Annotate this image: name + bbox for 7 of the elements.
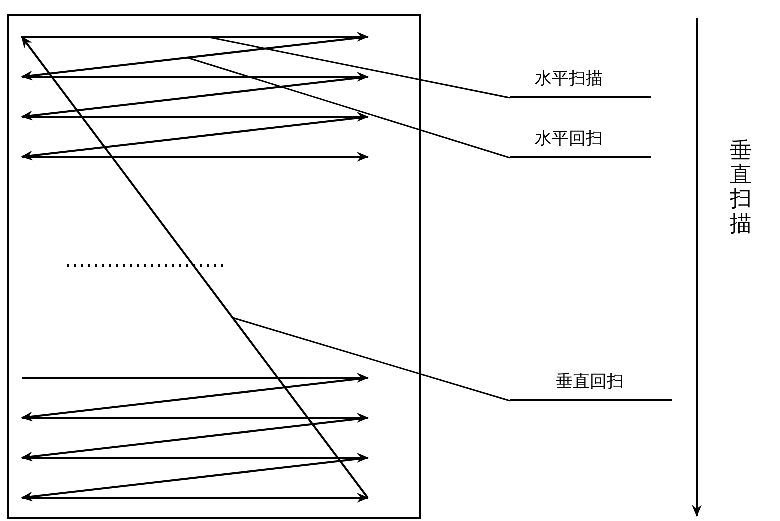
callout-label: 水平扫描 — [510, 62, 651, 98]
axis-label: 垂直扫描 — [730, 140, 752, 237]
leader-line — [206, 36, 510, 99]
callout-label: 垂直回扫 — [510, 365, 672, 401]
leader-line — [188, 57, 510, 159]
leader-line — [232, 317, 510, 402]
callout-label: 水平回扫 — [510, 122, 651, 158]
